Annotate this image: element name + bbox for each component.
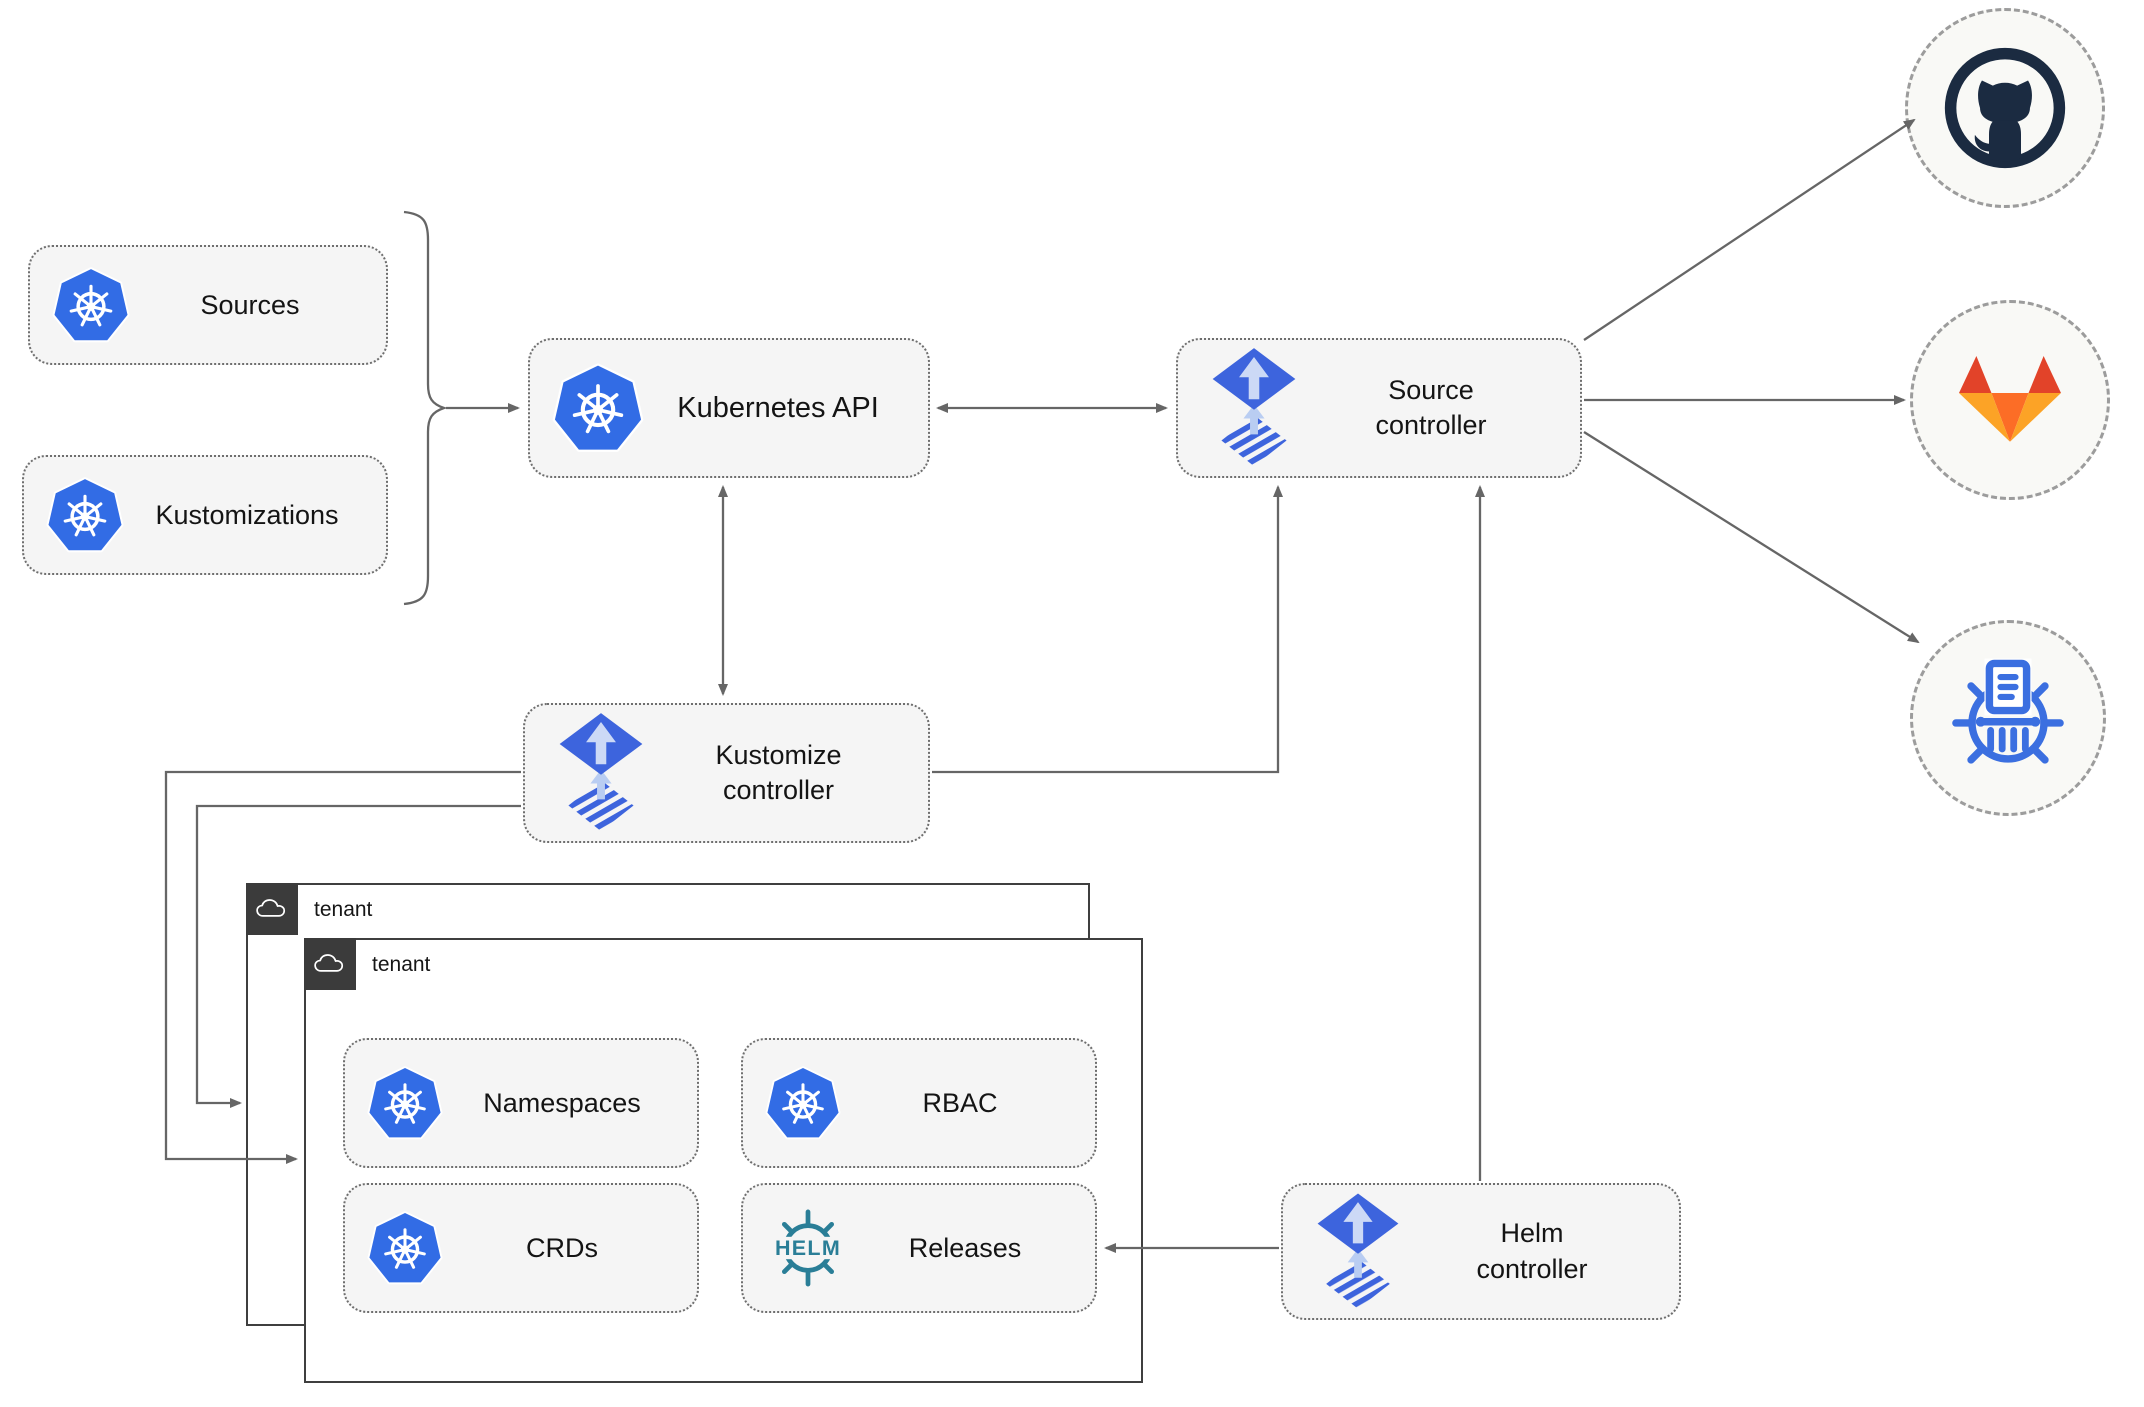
node-label: Kustomize controller	[715, 739, 842, 805]
node-label: Releases	[908, 1232, 1022, 1263]
node-label: RBAC	[922, 1087, 998, 1118]
cloud-icon	[313, 953, 347, 975]
node-label: Sources	[200, 289, 300, 320]
node-label: Namespaces	[483, 1087, 641, 1118]
github-icon	[1941, 44, 2069, 172]
flux-icon	[557, 713, 645, 833]
arrow-source-controller-to-helm-repository	[1583, 431, 1920, 644]
node-kubernetes-api: Kubernetes API	[528, 338, 930, 478]
cloud-icon	[255, 898, 289, 920]
kubernetes-icon	[552, 362, 644, 454]
node-label: Source controller	[1375, 374, 1487, 440]
kubernetes-icon	[52, 266, 130, 344]
node-releases: Releases	[741, 1183, 1097, 1313]
tenant-tab	[304, 938, 356, 990]
arrow-source-controller-to-github	[1583, 118, 1916, 341]
external-helm-repository	[1910, 620, 2106, 816]
node-rbac: RBAC	[741, 1038, 1097, 1168]
tenant-label: tenant	[372, 953, 431, 976]
node-kustomizations: Kustomizations	[22, 455, 388, 575]
node-namespaces: Namespaces	[343, 1038, 699, 1168]
external-gitlab	[1910, 300, 2110, 500]
node-label: Kustomizations	[155, 499, 339, 530]
node-label: CRDs	[526, 1232, 598, 1263]
node-label: Helm controller	[1476, 1218, 1588, 1284]
node-sources: Sources	[28, 245, 388, 365]
flux-icon	[1315, 1193, 1401, 1311]
node-source-controller: Source controller	[1176, 338, 1582, 478]
tenant-label: tenant	[314, 898, 373, 921]
helm-icon	[765, 1205, 851, 1291]
gitlab-icon	[1952, 349, 2068, 451]
external-github	[1905, 8, 2105, 208]
node-helm-controller: Helm controller	[1281, 1183, 1681, 1320]
grouping-brace	[403, 210, 448, 606]
node-kustomize-controller: Kustomize controller	[523, 703, 930, 843]
node-crds: CRDs	[343, 1183, 699, 1313]
kubernetes-icon	[367, 1210, 443, 1286]
arrow-kustomize-controller-to-source-controller	[932, 485, 1283, 774]
flux-icon	[1210, 348, 1298, 468]
tenant-tab	[246, 883, 298, 935]
kubernetes-icon	[46, 476, 124, 554]
helm-repository-icon	[1946, 656, 2070, 780]
node-label: Kubernetes API	[677, 391, 879, 424]
kubernetes-icon	[765, 1065, 841, 1141]
kubernetes-icon	[367, 1065, 443, 1141]
